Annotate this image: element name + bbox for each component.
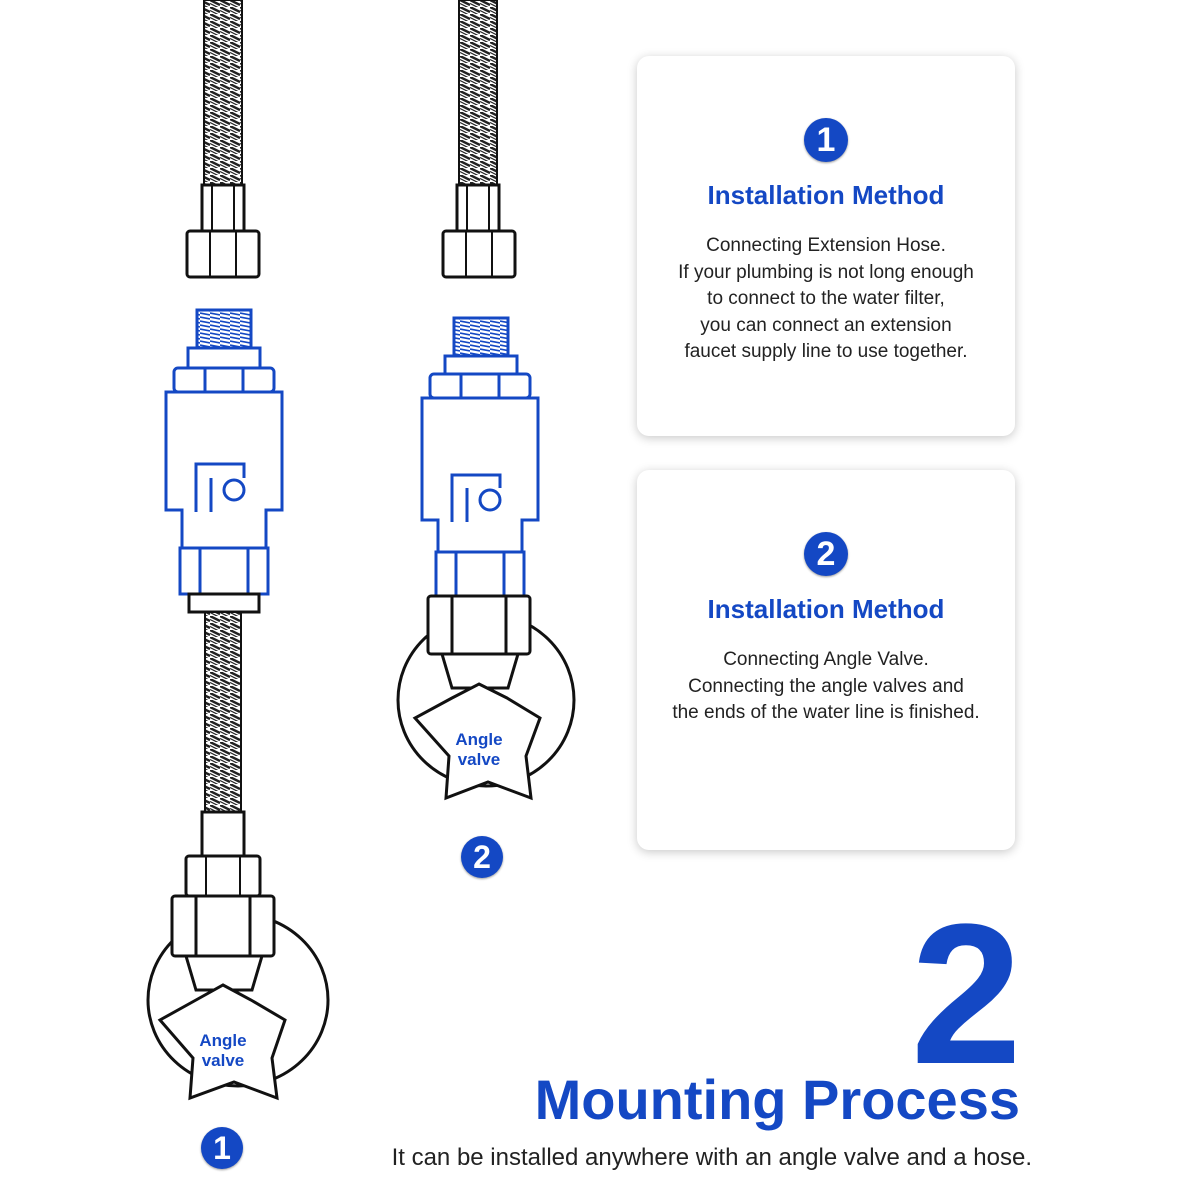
connector-adapter — [164, 308, 284, 596]
braided-hose — [204, 611, 242, 813]
description-line: If your plumbing is not long enough — [678, 261, 974, 283]
card-title: Installation Method — [707, 594, 945, 624]
angle-valve — [146, 894, 330, 1101]
big-step-number: 2 — [910, 883, 1022, 1106]
description-line: faucet supply line to use together. — [684, 341, 968, 362]
step-number-badge: 2 — [804, 532, 848, 576]
diagram-2 — [396, 0, 576, 801]
card-description: Connecting Angle Valve. Connecting the a… — [637, 647, 1015, 727]
step-number-badge: 1 — [804, 118, 848, 162]
description-line: you can connect an extension — [700, 314, 952, 336]
valve-label-line: Angle — [199, 1031, 247, 1050]
valve-label-line: Angle — [455, 730, 503, 749]
card-title: Installation Method — [707, 180, 945, 210]
valve-label-line: valve — [457, 750, 501, 769]
installation-card-2: 2 Installation Method Connecting Angle V… — [637, 470, 1015, 850]
hose-nut — [441, 229, 517, 279]
braided-hose — [458, 0, 498, 186]
angle-valve — [396, 594, 576, 801]
installation-card-1: 1 Installation Method Connecting Extensi… — [637, 56, 1015, 436]
description-line: Connecting Angle Valve. — [723, 649, 929, 670]
valve-label-line: valve — [201, 1051, 245, 1070]
description-line: Connecting Extension Hose. — [706, 235, 946, 256]
card-description: Connecting Extension Hose. If your plumb… — [637, 233, 1015, 366]
angle-valve-label: Angle valve — [439, 730, 519, 770]
diagram-1 — [146, 0, 330, 1101]
page-heading: Mounting Process — [534, 1068, 1020, 1131]
step-badge-1: 1 — [201, 1127, 243, 1169]
description-line: to connect to the water filter, — [707, 288, 945, 309]
connector-adapter — [420, 316, 540, 598]
angle-valve-label: Angle valve — [183, 1031, 263, 1071]
description-line: Connecting the angle valves and — [688, 675, 964, 697]
braided-hose — [203, 0, 243, 186]
page-subtitle: It can be installed anywhere with an ang… — [391, 1144, 1032, 1171]
hose-nut — [185, 229, 261, 279]
description-line: the ends of the water line is finished. — [672, 702, 980, 723]
step-badge-2: 2 — [461, 836, 503, 878]
